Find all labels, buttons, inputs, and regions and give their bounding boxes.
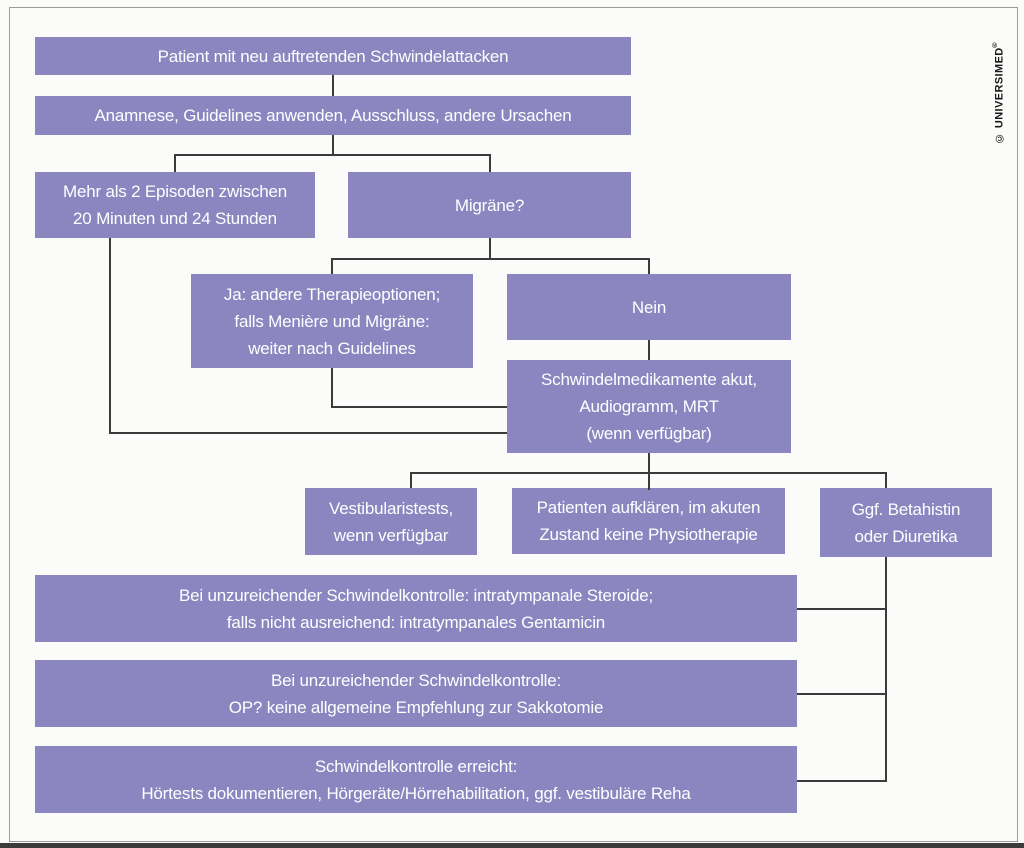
connector [648,472,650,490]
connector [489,154,491,172]
connector [797,608,887,610]
node-episoden: Mehr als 2 Episoden zwischen 20 Minuten … [35,172,315,238]
connector [410,472,412,488]
connector [797,693,887,695]
copyright-text: © UNIVERSIMED [993,47,1006,144]
connector [331,258,333,274]
connector [648,340,650,360]
node-op: Bei unzureichender Schwindelkontrolle: O… [35,660,797,727]
connector [885,472,887,488]
connector [174,154,491,156]
connector [648,453,650,472]
copyright-watermark: © UNIVERSIMED® [991,12,1015,144]
node-anamnese: Anamnese, Guidelines anwenden, Ausschlus… [35,96,631,135]
node-vestibularistests: Vestibularistests, wenn verfügbar [305,488,477,555]
connector [331,258,650,260]
node-steroide: Bei unzureichender Schwindelkontrolle: i… [35,575,797,642]
diagram-frame-border [9,7,1018,842]
node-patient: Patient mit neu auftretenden Schwindelat… [35,37,631,75]
connector [109,432,507,434]
bottom-edge-bar [0,843,1024,848]
connector [885,557,887,782]
node-kontrolle: Schwindelkontrolle erreicht: Hörtests do… [35,746,797,813]
node-ja-optionen: Ja: andere Therapieoptionen; falls Meniè… [191,274,473,368]
connector [174,154,176,172]
connector [109,238,111,434]
connector [331,406,507,408]
node-nein: Nein [507,274,791,340]
connector [648,258,650,274]
connector [332,75,334,96]
node-aufklaerung: Patienten aufklären, im akuten Zustand k… [512,488,785,554]
node-betahistin: Ggf. Betahistin oder Diuretika [820,488,992,557]
connector [797,780,887,782]
connector [331,368,333,408]
registered-trademark-symbol: ® [991,39,998,48]
node-migraene: Migräne? [348,172,631,238]
node-akutdiagnostik: Schwindelmedikamente akut, Audiogramm, M… [507,360,791,453]
connector [332,135,334,154]
connector [489,238,491,258]
